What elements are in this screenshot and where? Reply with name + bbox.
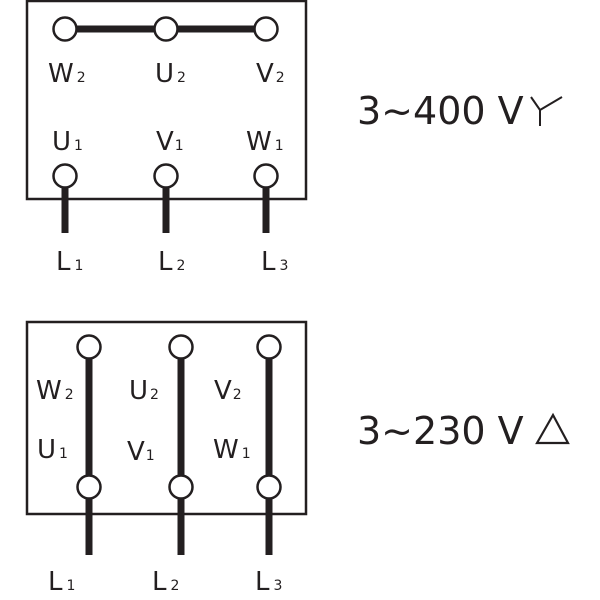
terminal-bottom-3 [256, 474, 282, 500]
terminal-v1 [153, 163, 179, 189]
terminal-top-2 [168, 334, 194, 360]
label-v1: V1 [127, 437, 155, 467]
terminal-w1 [253, 163, 279, 189]
terminal-v2 [253, 16, 279, 42]
terminal-bottom-1 [76, 474, 102, 500]
star-voltage-label: 3~400 V [357, 89, 524, 133]
terminal-bottom-2 [168, 474, 194, 500]
delta-terminal-box [25, 320, 308, 516]
terminal-top-1 [76, 334, 102, 360]
terminal-w2 [52, 16, 78, 42]
terminal-top-3 [256, 334, 282, 360]
label-v1: V1 [156, 127, 184, 157]
terminal-u1 [52, 163, 78, 189]
star-icon [530, 96, 563, 126]
label-v2: V2 [214, 376, 242, 406]
delta-icon [535, 412, 570, 445]
terminal-u2 [153, 16, 179, 42]
delta-voltage-label: 3~230 V [357, 409, 524, 453]
